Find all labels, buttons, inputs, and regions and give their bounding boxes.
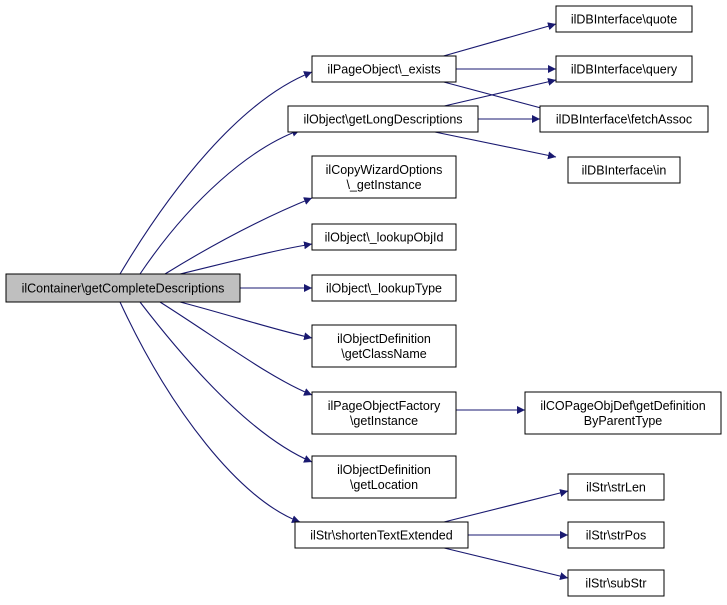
node-label-line: ilStr\strPos — [586, 529, 646, 543]
node-label-line: ilContainer\getCompleteDescriptions — [22, 282, 225, 296]
node-label-line: ilPageObject\_exists — [327, 63, 440, 77]
edge-shorten-text-str-len — [439, 489, 569, 524]
node-label-line: ByParentType — [584, 414, 663, 428]
edge-root-copy-wizard — [164, 197, 313, 275]
node-label-line: ilDBInterface\in — [582, 164, 667, 178]
edge-root-get-location — [139, 301, 313, 463]
node-label-line: ilStr\shortenTextExtended — [310, 529, 452, 543]
node-label-line: \getInstance — [350, 414, 418, 428]
node-label-line: ilCopyWizardOptions — [326, 163, 443, 177]
node-label-line: ilObject\_lookupType — [326, 282, 442, 296]
node-root[interactable]: ilContainer\getCompleteDescriptions — [5, 273, 241, 303]
node-label-line: ilStr\strLen — [586, 481, 646, 495]
node-label-line: ilObjectDefinition — [337, 332, 431, 346]
edge-page-exists-db-quote — [439, 22, 557, 58]
node-label-line: ilDBInterface\query — [571, 63, 678, 77]
node-get-class-name[interactable]: ilObjectDefinition\getClassName — [311, 324, 457, 368]
edge-shorten-text-sub-str — [439, 546, 569, 581]
node-label-line: ilObject\_lookupObjId — [325, 231, 444, 245]
node-label-line: \getLocation — [350, 478, 418, 492]
node-db-in[interactable]: ilDBInterface\in — [567, 156, 681, 184]
edges — [119, 22, 569, 581]
edge-page-exists-db-fetch — [439, 80, 557, 114]
node-lookup-obj-id[interactable]: ilObject\_lookupObjId — [311, 223, 457, 251]
edge-long-desc-db-query — [439, 77, 557, 108]
edge-root-get-long-desc — [139, 128, 301, 275]
node-label-line: ilStr\subStr — [585, 577, 646, 591]
node-db-query[interactable]: ilDBInterface\query — [555, 55, 693, 83]
node-label-line: ilDBInterface\quote — [571, 13, 677, 27]
node-page-exists[interactable]: ilPageObject\_exists — [311, 55, 457, 83]
edge-root-get-class-name — [179, 301, 313, 341]
node-label-line: ilDBInterface\fetchAssoc — [556, 113, 692, 127]
node-label-line: \getClassName — [341, 347, 426, 361]
node-label-line: ilObject\getLongDescriptions — [303, 113, 462, 127]
node-db-quote[interactable]: ilDBInterface\quote — [555, 5, 693, 33]
node-label-line: ilObjectDefinition — [337, 463, 431, 477]
node-str-pos[interactable]: ilStr\strPos — [567, 521, 665, 549]
node-get-long-desc[interactable]: ilObject\getLongDescriptions — [287, 105, 479, 133]
node-label-line: ilPageObjectFactory — [328, 399, 441, 413]
node-shorten-text[interactable]: ilStr\shortenTextExtended — [294, 521, 469, 549]
edge-root-shorten-text — [119, 301, 301, 523]
node-lookup-type[interactable]: ilObject\_lookupType — [311, 274, 457, 302]
node-str-len[interactable]: ilStr\strLen — [567, 473, 665, 501]
node-db-fetch[interactable]: ilDBInterface\fetchAssoc — [539, 105, 709, 133]
node-copy-wizard[interactable]: ilCopyWizardOptions\_getInstance — [311, 155, 457, 199]
node-page-factory[interactable]: ilPageObjectFactory\getInstance — [311, 391, 457, 435]
edge-root-lookup-obj-id — [179, 241, 313, 275]
node-get-location[interactable]: ilObjectDefinition\getLocation — [311, 455, 457, 499]
node-sub-str[interactable]: ilStr\subStr — [567, 569, 665, 597]
edge-long-desc-db-in — [429, 130, 557, 160]
edge-root-page-exists — [119, 71, 313, 275]
node-label-line: ilCOPageObjDef\getDefinition — [540, 399, 705, 413]
edge-root-page-factory — [159, 301, 313, 396]
node-label-line: \_getInstance — [346, 178, 421, 192]
